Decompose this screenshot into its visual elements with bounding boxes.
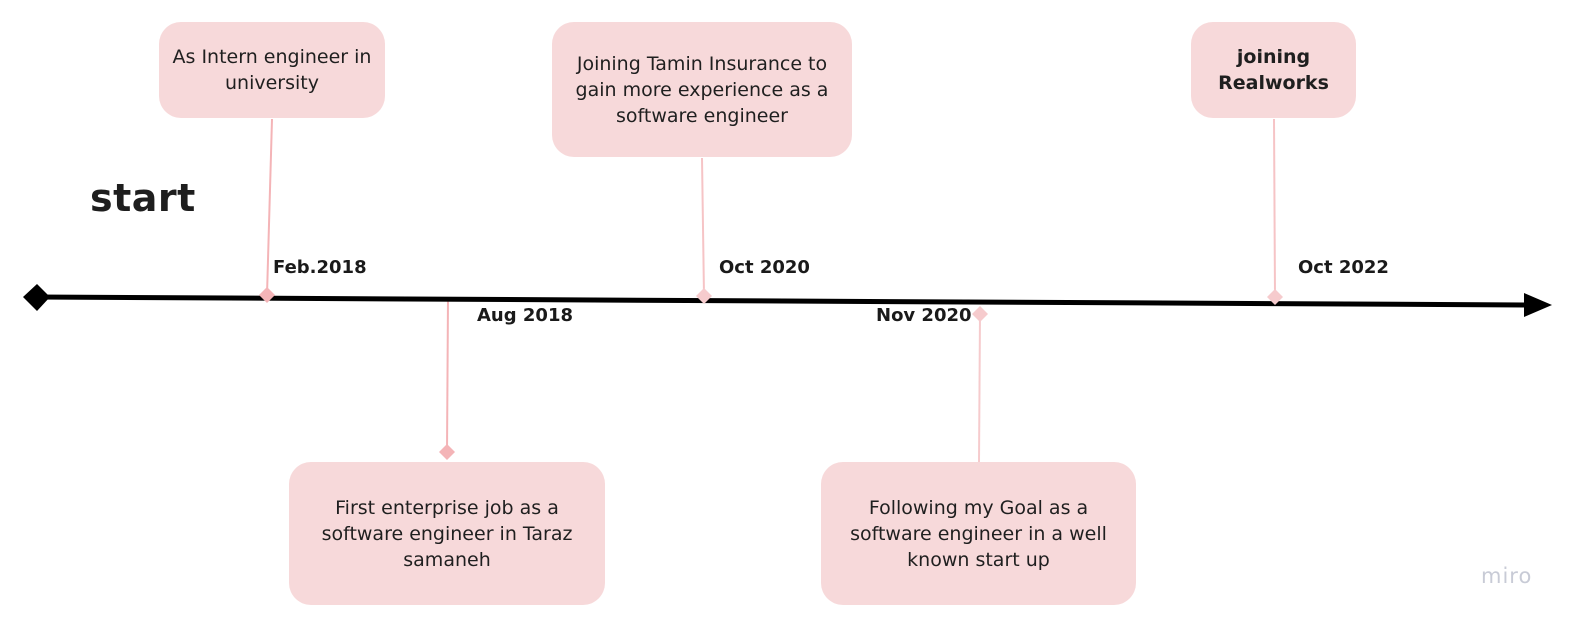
event-card-3: Joining Tamin Insurance to gain more exp…	[552, 22, 852, 157]
milestone-marker-1	[259, 287, 275, 303]
miro-watermark: miro	[1481, 564, 1533, 588]
connector-4	[978, 313, 981, 463]
event-card-text: First enterprise job as a software engin…	[321, 496, 573, 571]
event-card-text: joining Realworks	[1218, 46, 1329, 94]
milestone-marker-4	[972, 306, 988, 322]
milestone-marker-5	[1267, 289, 1283, 305]
date-label-3: Oct 2020	[719, 257, 810, 278]
event-card-text: Joining Tamin Insurance to gain more exp…	[575, 52, 829, 127]
date-label-4: Nov 2020	[876, 305, 972, 326]
event-card-text: Following my Goal as a software engineer…	[850, 496, 1107, 571]
milestone-marker-3	[696, 288, 712, 304]
axis-arrowhead	[1524, 293, 1552, 317]
connector-3	[701, 157, 705, 297]
start-label: start	[90, 176, 196, 220]
event-card-4: Following my Goal as a software engineer…	[821, 462, 1136, 605]
event-card-1: As Intern engineer in university	[159, 22, 385, 118]
event-card-text: As Intern engineer in university	[172, 46, 372, 94]
connector-1	[266, 118, 273, 296]
connector-2	[446, 297, 449, 453]
event-card-2: First enterprise job as a software engin…	[289, 462, 605, 605]
connector-5	[1273, 118, 1276, 298]
axis-start-diamond	[23, 284, 50, 311]
date-label-1: Feb.2018	[273, 257, 367, 278]
date-label-5: Oct 2022	[1298, 257, 1389, 278]
date-label-2: Aug 2018	[477, 305, 573, 326]
timeline-axis	[35, 294, 1531, 308]
event-card-5: joining Realworks	[1191, 22, 1356, 118]
milestone-marker-2	[439, 444, 455, 460]
